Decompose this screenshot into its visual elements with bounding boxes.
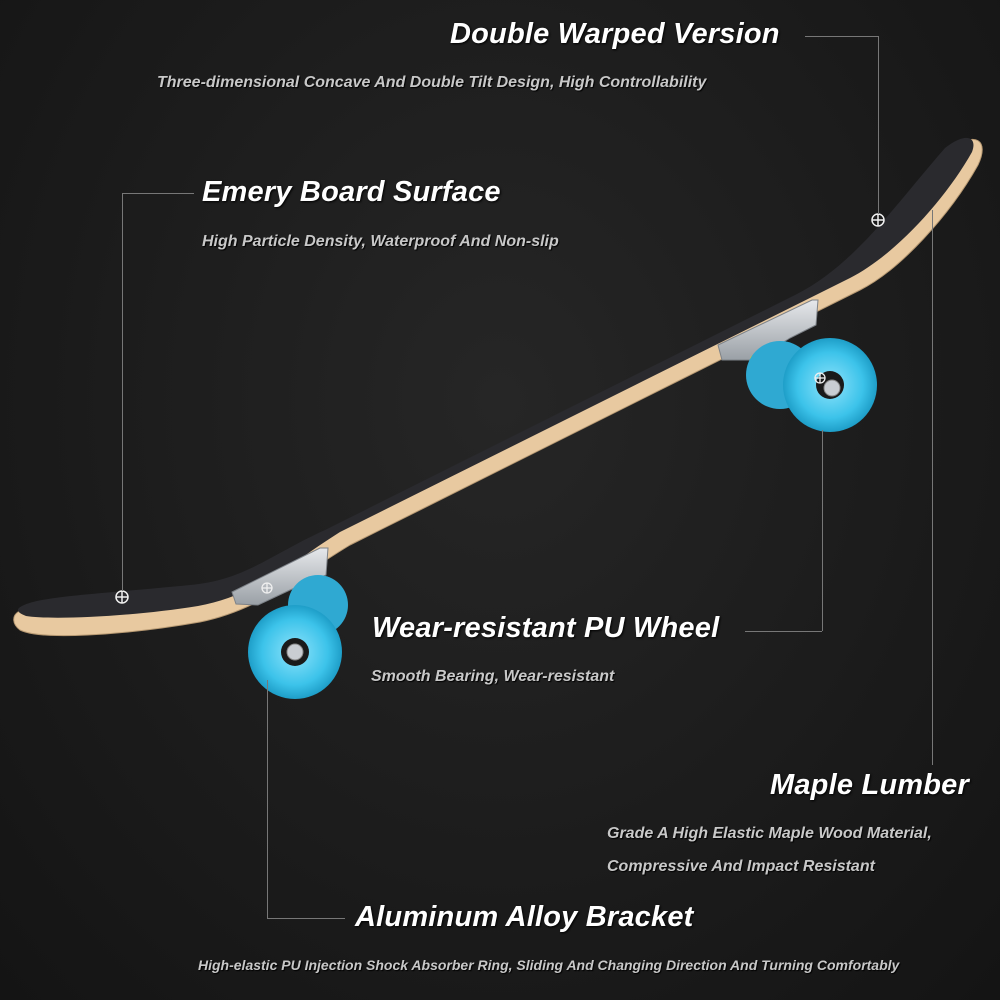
callout-line-bracket-h bbox=[267, 918, 345, 919]
feature-title-wheel: Wear-resistant PU Wheel bbox=[372, 612, 720, 644]
callout-line-double-warped-v bbox=[878, 36, 879, 214]
callout-line-double-warped-h bbox=[805, 36, 878, 37]
feature-subtitle-emery: High Particle Density, Waterproof And No… bbox=[202, 233, 559, 250]
callout-line-emery-h bbox=[122, 193, 194, 194]
feature-subtitle-bracket: High-elastic PU Injection Shock Absorber… bbox=[198, 957, 900, 973]
callout-line-bracket-v bbox=[267, 680, 268, 918]
crosshair-icon bbox=[814, 372, 826, 384]
feature-subtitle-wheel: Smooth Bearing, Wear-resistant bbox=[371, 668, 615, 685]
feature-title-maple: Maple Lumber bbox=[770, 769, 969, 801]
front-truck bbox=[717, 299, 877, 432]
crosshair-icon bbox=[871, 213, 885, 227]
callout-line-wheel-h bbox=[745, 631, 822, 632]
feature-title-emery: Emery Board Surface bbox=[202, 176, 501, 208]
rear-truck bbox=[231, 547, 348, 699]
feature-subtitle-maple-2: Compressive And Impact Resistant bbox=[607, 858, 875, 875]
callout-line-emery-v bbox=[122, 193, 123, 591]
feature-title-bracket: Aluminum Alloy Bracket bbox=[355, 901, 694, 933]
callout-line-wheel-v bbox=[822, 430, 823, 631]
feature-subtitle-double-warped: Three-dimensional Concave And Double Til… bbox=[157, 74, 707, 91]
feature-subtitle-maple-1: Grade A High Elastic Maple Wood Material… bbox=[607, 825, 932, 842]
callout-line-maple-v bbox=[932, 210, 933, 765]
crosshair-icon bbox=[115, 590, 129, 604]
feature-title-double-warped: Double Warped Version bbox=[450, 18, 780, 50]
crosshair-icon bbox=[261, 582, 273, 594]
